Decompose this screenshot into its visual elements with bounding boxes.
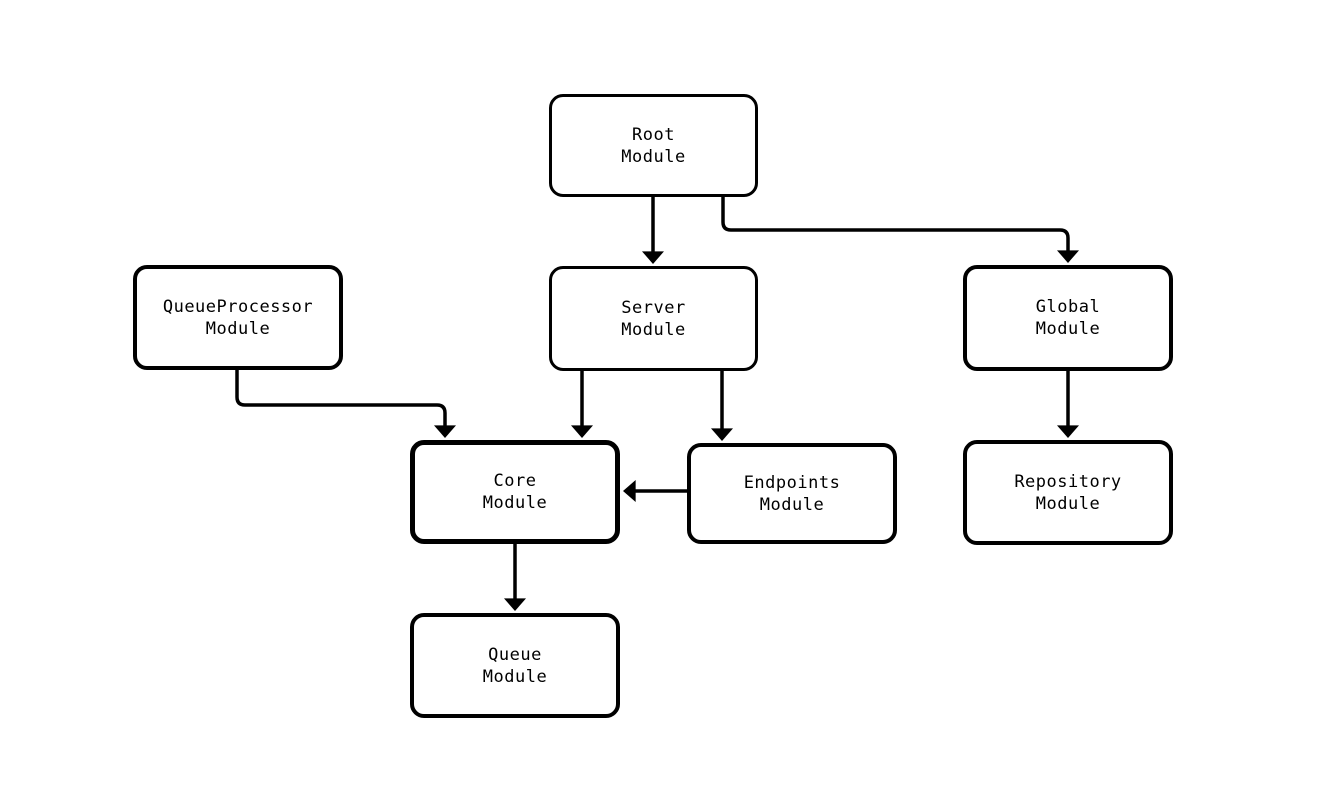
- queueprocessor-module-label-line1: QueueProcessor: [162, 296, 314, 317]
- global-module-label-line1: Global: [1035, 297, 1101, 317]
- core-module-node[interactable]: Core Module: [410, 440, 620, 544]
- edge-root-to-server-arrowhead: [642, 251, 664, 264]
- root-module-node[interactable]: Root Module: [549, 94, 758, 197]
- endpoints-module-node[interactable]: Endpoints Module: [687, 443, 897, 544]
- server-module-label-line1: Server: [621, 297, 686, 318]
- edge-queueprocessor-to-core-arrowhead: [434, 425, 456, 438]
- edge-root-to-global: [721, 197, 1079, 263]
- edge-core-to-queue-arrowhead: [504, 598, 526, 611]
- edge-root-to-server: [642, 197, 664, 264]
- edge-server-to-endpoints-arrowhead: [711, 428, 733, 441]
- queue-module-node[interactable]: Queue Module: [410, 613, 620, 718]
- endpoints-module-label-line2: Module: [759, 494, 825, 515]
- repository-module-node[interactable]: Repository Module: [963, 440, 1173, 545]
- queue-module-label-line1: Queue: [488, 644, 542, 665]
- root-module-label-line2: Module: [621, 146, 686, 167]
- root-module-label-line1: Root: [632, 124, 675, 145]
- edge-global-to-repository: [1057, 371, 1079, 438]
- edge-server-to-core-arrowhead: [571, 425, 593, 438]
- queue-module-label-line2: Module: [482, 666, 548, 687]
- queueprocessor-module-label-line2: Module: [205, 318, 271, 339]
- edge-server-to-core: [571, 371, 593, 438]
- edge-root-to-global-arrowhead: [1057, 250, 1079, 263]
- global-module-node[interactable]: Global Module: [963, 265, 1173, 371]
- edge-server-to-endpoints: [711, 371, 733, 441]
- edge-endpoints-to-core-arrowhead: [623, 480, 636, 502]
- core-module-label-line2: Module: [482, 493, 548, 513]
- server-module-node[interactable]: Server Module: [549, 266, 758, 371]
- global-module-label-line2: Module: [1035, 319, 1101, 339]
- server-module-label-line2: Module: [621, 319, 686, 340]
- edge-global-to-repository-arrowhead: [1057, 425, 1079, 438]
- core-module-label-line1: Core: [493, 471, 537, 491]
- repository-module-label-line2: Module: [1035, 493, 1101, 514]
- repository-module-label-line1: Repository: [1014, 471, 1122, 492]
- endpoints-module-label-line1: Endpoints: [743, 472, 841, 493]
- edge-core-to-queue: [504, 544, 526, 611]
- edge-queueprocessor-to-core: [235, 370, 456, 438]
- edge-endpoints-to-core: [623, 480, 687, 502]
- queueprocessor-module-node[interactable]: QueueProcessor Module: [133, 265, 343, 370]
